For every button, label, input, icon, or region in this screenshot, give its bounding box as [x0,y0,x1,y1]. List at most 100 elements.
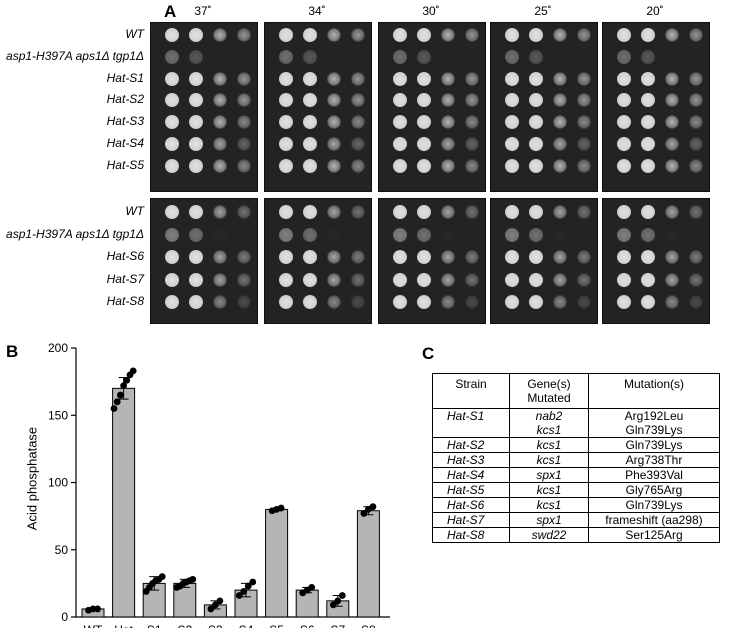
yeast-spot [303,205,317,219]
yeast-spot [665,28,679,42]
strain-cell: Hat-S6 [432,497,510,513]
yeast-spot [165,272,179,287]
yeast-spot [279,158,293,173]
x-tick-label: S7 [330,623,345,628]
yeast-spot [279,137,293,151]
yeast-spot [577,272,591,287]
bar [265,508,289,618]
yeast-spot [553,71,567,86]
yeast-spot [465,227,479,242]
x-tick-label: S8 [361,623,376,628]
yeast-spot [465,137,479,151]
yeast-spot [213,49,227,64]
mutation-cell: Gln739Lys [588,437,720,453]
yeast-spot [441,295,455,309]
yeast-spot [689,272,703,287]
yeast-spot [465,250,479,264]
yeast-spot [529,93,543,108]
yeast-spot [553,158,567,173]
yeast-spot [327,28,341,42]
yeast-spot [417,227,431,242]
yeast-spot [327,137,341,151]
yeast-spot [165,227,179,242]
y-tick-label: 0 [61,610,68,624]
temperature-label: 25˚ [534,4,552,18]
strain-cell: Hat-S2 [432,437,510,453]
agar-plate [490,22,598,192]
yeast-spot [213,137,227,151]
gene-cell: swd22 [509,527,589,543]
yeast-spot [441,205,455,219]
yeast-spot [465,295,479,309]
mutation-table: Strain Gene(s)Mutated Mutation(s) Hat-S1… [432,373,720,543]
header-strain: Strain [432,373,510,409]
yeast-spot [665,227,679,242]
yeast-spot [351,28,365,42]
yeast-spot [189,71,203,86]
yeast-spot [617,295,631,309]
agar-plate [378,198,486,324]
bar [356,510,380,618]
yeast-spot [665,49,679,64]
yeast-spot [441,158,455,173]
yeast-spot [351,71,365,86]
data-point [360,510,368,517]
yeast-spot [529,49,543,64]
yeast-spot [577,158,591,173]
yeast-spot [303,28,317,42]
yeast-spot [553,115,567,130]
yeast-spot [465,93,479,108]
yeast-spot [417,115,431,130]
yeast-spot [351,227,365,242]
yeast-spot [617,71,631,86]
yeast-spot [465,28,479,42]
yeast-spot [465,115,479,130]
yeast-spot [393,71,407,86]
mutation-cell: Arg738Thr [588,452,720,468]
x-tick-label: S5 [269,623,284,628]
yeast-spot [237,137,251,151]
yeast-spot [189,49,203,64]
bar [112,387,136,618]
header-mutations: Mutation(s) [588,373,720,409]
yeast-spot [351,137,365,151]
yeast-spot [303,272,317,287]
yeast-spot [303,250,317,264]
yeast-spot [577,71,591,86]
yeast-spot [237,295,251,309]
mutation-cell: Gly765Arg [588,482,720,498]
yeast-spot [237,71,251,86]
yeast-spot [165,115,179,130]
yeast-spot [213,205,227,219]
temperature-label: 20˚ [646,4,664,18]
data-point [240,588,248,595]
gene-cell: kcs1 [509,482,589,498]
yeast-spot [505,295,519,309]
yeast-spot [505,115,519,130]
panel-b-letter: B [6,342,19,361]
yeast-spot [505,250,519,264]
yeast-spot [303,137,317,151]
strain-cell: Hat-S4 [432,467,510,483]
yeast-spot [505,28,519,42]
gene-cell: spx1 [509,512,589,528]
yeast-spot [351,115,365,130]
yeast-spot [689,71,703,86]
yeast-spot [165,295,179,309]
yeast-spot [165,250,179,264]
data-point [369,503,377,511]
yeast-spot [617,93,631,108]
yeast-spot [617,115,631,130]
strain-label: Hat-S3 [106,114,144,129]
yeast-spot [213,115,227,130]
yeast-spot [237,93,251,108]
yeast-spot [529,205,543,219]
yeast-spot [417,71,431,86]
strain-cell: Hat-S7 [432,512,510,528]
yeast-spot [327,227,341,242]
yeast-spot [327,93,341,108]
yeast-spot [189,250,203,264]
mutation-cell: Ser125Arg [588,527,720,543]
